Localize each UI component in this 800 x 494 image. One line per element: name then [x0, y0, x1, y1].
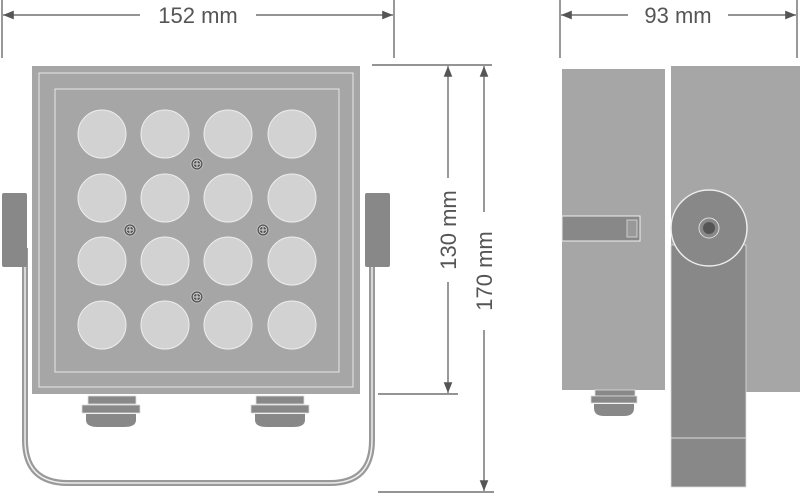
bracket-right — [365, 193, 390, 267]
led-lens — [203, 236, 253, 286]
hex-bolt-icon — [703, 222, 715, 234]
led-lens — [140, 109, 190, 159]
led-lens — [203, 109, 253, 159]
side-yoke-arm — [670, 244, 747, 488]
cable-gland-right — [250, 395, 310, 427]
led-lens — [77, 236, 127, 286]
led-lens — [267, 300, 317, 350]
led-lens — [77, 109, 127, 159]
cable-gland-left — [81, 395, 141, 427]
front-view — [2, 66, 390, 486]
screw-icon — [190, 157, 204, 171]
led-lens — [267, 236, 317, 286]
led-lens — [267, 173, 317, 223]
led-lens — [140, 236, 190, 286]
screw-icon — [190, 290, 204, 304]
dimension-height-body: 130 mm — [436, 190, 461, 269]
bracket-left — [2, 193, 27, 267]
led-lens — [77, 173, 127, 223]
led-lens — [203, 300, 253, 350]
led-lens — [140, 173, 190, 223]
screw-icon — [123, 223, 137, 237]
led-lens — [77, 300, 127, 350]
led-lens — [267, 109, 317, 159]
side-view — [561, 66, 800, 488]
led-lens — [203, 173, 253, 223]
led-lens — [140, 300, 190, 350]
screw-icon — [256, 223, 270, 237]
dimension-width-side: 93 mm — [644, 3, 711, 28]
dimension-height-total: 170 mm — [472, 231, 497, 310]
screws — [123, 157, 270, 304]
led-array — [77, 109, 317, 350]
side-cable-gland — [590, 389, 638, 416]
dimension-width-front: 152 mm — [158, 3, 237, 28]
